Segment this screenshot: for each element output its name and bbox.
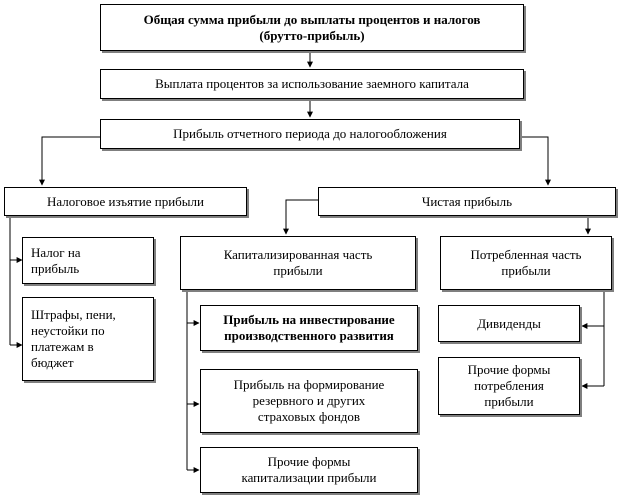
other-capitalization-line1: Прочие формы	[267, 454, 351, 469]
fines-box: Штрафы, пени, неустойки по платежам в бю…	[22, 297, 154, 381]
reserve-profit-line1: Прибыль на формирование	[233, 377, 385, 392]
consumed-part-box: Потребленная часть прибыли	[440, 236, 612, 290]
investment-profit-line2: производственного развития	[224, 328, 394, 343]
interest-payment-box: Выплата процентов за использование заемн…	[100, 69, 524, 99]
profit-tax-box: Налог на прибыль	[22, 237, 154, 284]
consumed-part-line2: прибыли	[501, 263, 551, 278]
reserve-profit-line3: страховых фондов	[257, 409, 361, 424]
capitalized-part-line2: прибыли	[273, 263, 323, 278]
gross-profit-line1: Общая сумма прибыли до выплаты процентов…	[143, 11, 481, 27]
fines-line1: Штрафы, пени,	[31, 307, 116, 322]
gross-profit-line2: (брутто-прибыль)	[259, 27, 365, 43]
dividends-box: Дивиденды	[438, 305, 580, 342]
other-consumption-line3: прибыли	[484, 394, 534, 409]
profit-tax-line2: прибыль	[31, 260, 80, 276]
reserve-profit-line2: резервного и других	[252, 393, 366, 408]
tax-withdrawal-label: Налоговое изъятие прибыли	[47, 193, 204, 209]
consumed-part-line1: Потребленная часть	[470, 247, 582, 262]
net-profit-box: Чистая прибыль	[318, 187, 616, 216]
interest-payment-label: Выплата процентов за использование заемн…	[155, 76, 469, 91]
profit-tax-line1: Налог на	[31, 244, 81, 260]
pretax-profit-box: Прибыль отчетного периода до налогооблож…	[100, 119, 520, 149]
other-capitalization-line2: капитализации прибыли	[241, 470, 377, 485]
other-consumption-line2: потребления	[474, 378, 544, 393]
other-consumption-line1: Прочие формы	[467, 362, 551, 377]
net-profit-label: Чистая прибыль	[421, 193, 513, 209]
fines-line2: неустойки по	[31, 323, 105, 338]
capitalized-part-line1: Капитализированная часть	[223, 247, 373, 262]
other-consumption-box: Прочие формы потребления прибыли	[438, 357, 580, 415]
dividends-label: Дивиденды	[477, 315, 541, 331]
gross-profit-box: Общая сумма прибыли до выплаты процентов…	[100, 4, 524, 51]
arrow-pretax-to-net	[520, 136, 551, 186]
arrow-net-to-capitalized	[283, 199, 318, 235]
reserve-profit-box: Прибыль на формирование резервного и дру…	[200, 369, 418, 433]
fines-line3: платежам в	[31, 339, 94, 354]
investment-profit-box: Прибыль на инвестирование производственн…	[200, 305, 418, 351]
tax-withdrawal-box: Налоговое изъятие прибыли	[4, 187, 247, 216]
pretax-profit-label: Прибыль отчетного периода до налогооблож…	[173, 126, 447, 141]
investment-profit-line1: Прибыль на инвестирование	[223, 312, 395, 327]
capitalized-part-box: Капитализированная часть прибыли	[180, 236, 416, 290]
fines-line4: бюджет	[31, 355, 74, 370]
other-capitalization-box: Прочие формы капитализации прибыли	[200, 447, 418, 493]
arrow-pretax-to-tax	[39, 136, 100, 186]
